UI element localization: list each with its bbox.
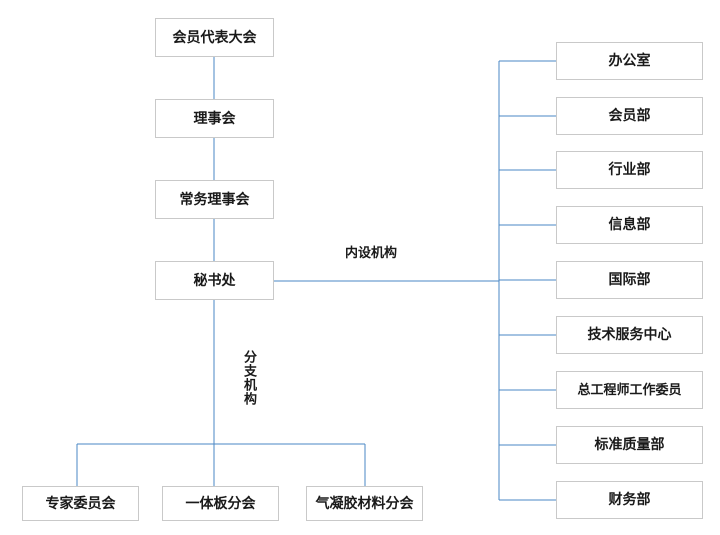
node-standing-council[interactable]: 常务理事会 <box>155 180 274 219</box>
dept-technical-service-center-label: 技术服务中心 <box>587 327 672 343</box>
dept-finance-label: 财务部 <box>608 492 651 508</box>
node-standing-council-label: 常务理事会 <box>179 191 250 208</box>
node-secretariat[interactable]: 秘书处 <box>155 261 274 300</box>
dept-membership[interactable]: 会员部 <box>556 97 703 135</box>
node-assembly[interactable]: 会员代表大会 <box>155 18 274 57</box>
edge-label-internal-departments: 内设机构 <box>345 247 397 260</box>
edge-label-internal-departments-text: 内设机构 <box>345 246 398 261</box>
branch-integrated-board-label: 一体板分会 <box>185 495 256 512</box>
node-assembly-label: 会员代表大会 <box>172 29 257 46</box>
dept-international[interactable]: 国际部 <box>556 261 703 299</box>
dept-chief-engineer-committee[interactable]: 总工程师工作委员 <box>556 371 703 409</box>
dept-office-label: 办公室 <box>608 53 651 69</box>
branch-integrated-board[interactable]: 一体板分会 <box>162 486 279 521</box>
dept-standards-quality-label: 标准质量部 <box>594 437 665 453</box>
dept-standards-quality[interactable]: 标准质量部 <box>556 426 703 464</box>
dept-industry-label: 行业部 <box>608 162 651 178</box>
branch-expert-committee[interactable]: 专家委员会 <box>22 486 139 521</box>
node-secretariat-label: 秘书处 <box>193 272 236 289</box>
dept-finance[interactable]: 财务部 <box>556 481 703 519</box>
branch-expert-committee-label: 专家委员会 <box>45 495 116 512</box>
dept-industry[interactable]: 行业部 <box>556 151 703 189</box>
branch-aerogel-material-label: 气凝胶材料分会 <box>315 495 414 512</box>
edge-label-branch-organizations-text: 分支机构 <box>241 350 256 406</box>
dept-office[interactable]: 办公室 <box>556 42 703 80</box>
dept-chief-engineer-committee-label: 总工程师工作委员 <box>577 382 682 398</box>
edge-label-branch-organizations: 分支机构 <box>241 350 256 406</box>
dept-information-label: 信息部 <box>608 217 651 233</box>
dept-international-label: 国际部 <box>608 272 651 288</box>
node-council-label: 理事会 <box>193 110 236 127</box>
dept-information[interactable]: 信息部 <box>556 206 703 244</box>
node-council[interactable]: 理事会 <box>155 99 274 138</box>
branch-aerogel-material[interactable]: 气凝胶材料分会 <box>306 486 423 521</box>
dept-membership-label: 会员部 <box>608 108 651 124</box>
dept-technical-service-center[interactable]: 技术服务中心 <box>556 316 703 354</box>
